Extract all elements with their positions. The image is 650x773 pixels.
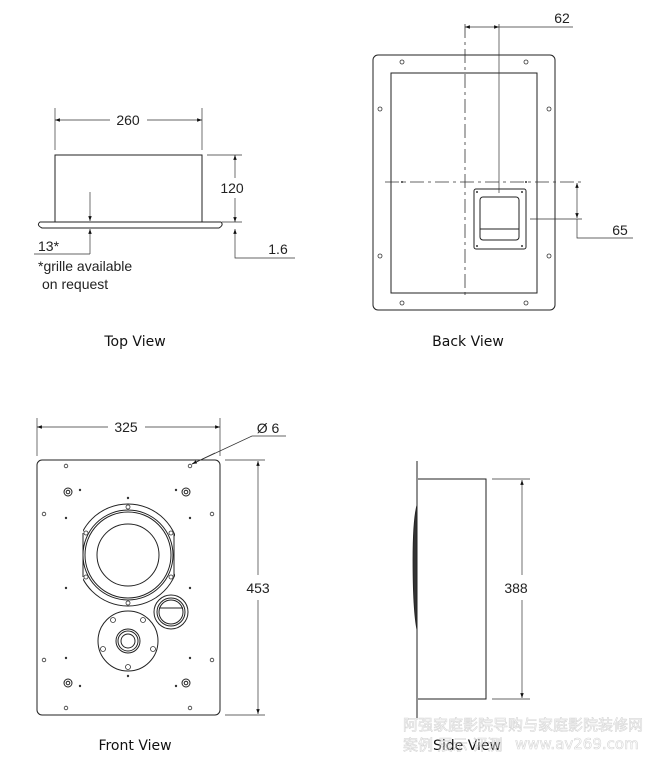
- back-offset-x-dim: 62: [554, 10, 570, 26]
- bass-port: [153, 594, 189, 630]
- front-width-dim: 325: [114, 419, 138, 435]
- top-width-dim: 260: [116, 112, 140, 128]
- grille-note-line1: *grille available: [38, 258, 132, 274]
- front-mount-bosses: [63, 487, 191, 688]
- back-view: 62 65 Back View: [372, 10, 633, 350]
- side-body: [418, 478, 487, 700]
- top-view-body: [54, 154, 203, 223]
- terminal-cup: [473, 188, 527, 250]
- top-view-plate: [37, 221, 223, 229]
- svg-text:www.av269.com: www.av269.com: [515, 735, 639, 753]
- top-plate-dim: 1.6: [268, 241, 288, 257]
- back-view-label: Back View: [432, 334, 504, 350]
- top-view-label: Top View: [103, 334, 165, 350]
- front-view: 325 453 Ø 6: [36, 418, 286, 754]
- side-view: 388 Side View: [412, 461, 530, 754]
- front-small-holes: [41, 463, 215, 711]
- top-grille-dim: 13*: [38, 238, 60, 254]
- back-panel: [390, 72, 538, 294]
- top-view: 260 120 1.6 13* *grille available on req…: [34, 108, 295, 350]
- side-view-label: Side View: [433, 738, 501, 754]
- tweeter: [97, 610, 159, 672]
- front-height-dim: 453: [246, 580, 270, 596]
- back-mount-holes: [377, 59, 552, 306]
- front-view-label: Front View: [98, 738, 171, 754]
- woofer: [82, 503, 175, 607]
- grille-note-line2: on request: [42, 276, 108, 292]
- svg-text:案例 展示 评测: 案例 展示 评测: [403, 736, 503, 754]
- back-offset-y-dim: 65: [612, 222, 628, 238]
- svg-text:阿强家庭影院导购与家庭影院装修网: 阿强家庭影院导购与家庭影院装修网: [403, 716, 643, 734]
- hole-diameter-dim: Ø 6: [257, 420, 280, 436]
- watermark: 阿强家庭影院导购与家庭影院装修网 案例 展示 评测 www.av269.com: [403, 716, 644, 755]
- top-depth-dim: 120: [220, 180, 244, 196]
- back-frame: [372, 54, 556, 311]
- front-baffle: [36, 459, 221, 716]
- side-height-dim: 388: [504, 580, 528, 596]
